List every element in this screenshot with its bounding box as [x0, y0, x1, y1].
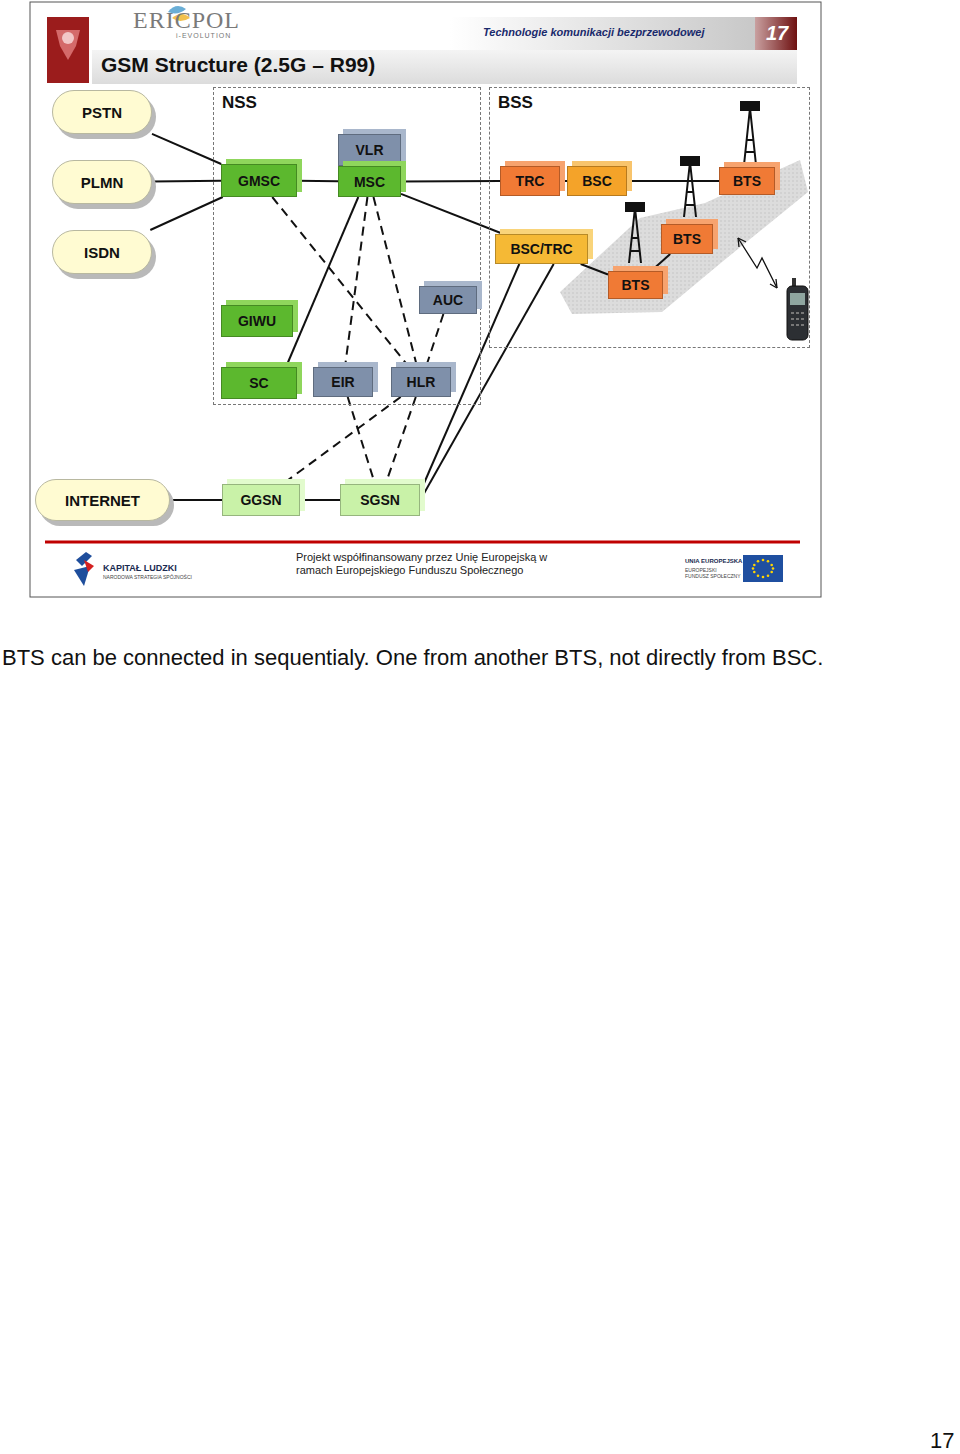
element-name: SGSN	[360, 492, 400, 508]
region-heading: BSS	[498, 93, 533, 113]
network-element-box: SC	[221, 367, 297, 399]
title-bar	[92, 50, 797, 84]
footer-rule	[45, 541, 800, 544]
slide-label: 17	[930, 1428, 954, 1454]
network-element-box: GGSN	[222, 484, 300, 516]
element-name: PLMN	[81, 174, 124, 191]
network-element-box: TRC	[500, 166, 560, 196]
element-name: BTS	[622, 277, 650, 293]
network-cloud: INTERNET	[35, 479, 170, 521]
network-element-box: GMSC	[221, 164, 297, 197]
element-name: HLR	[407, 374, 436, 390]
traffic-link	[297, 180, 338, 182]
element-name: VLR	[356, 142, 384, 158]
element-name: TRC	[516, 173, 545, 189]
network-element-box: BTS	[608, 271, 663, 299]
traffic-link	[170, 499, 222, 501]
element-name: BTS	[673, 231, 701, 247]
signalling-link	[283, 397, 401, 484]
slide-title: GSM Structure (2.5G – R99)	[101, 53, 375, 77]
slide-label: Projekt współfinansowany przez Unię Euro…	[296, 551, 558, 577]
traffic-link	[401, 194, 503, 234]
slide-label: EUROPEJSKI FUNDUSZ SPOŁECZNY	[685, 567, 741, 579]
network-element-box: MSC	[338, 166, 401, 197]
slide-label: Technologie komunikacji bezprzewodowej	[483, 26, 704, 39]
signalling-link	[386, 397, 416, 484]
signalling-link	[348, 397, 375, 484]
network-cloud: ISDN	[52, 230, 152, 274]
network-element-box: EIR	[313, 367, 373, 397]
element-name: BSC/TRC	[510, 241, 572, 257]
eu-flag	[743, 555, 783, 582]
network-element-box: BTS	[661, 224, 713, 254]
element-name: GMSC	[238, 173, 280, 189]
traffic-link	[401, 180, 500, 182]
coverage-area	[560, 160, 808, 314]
element-name: SC	[249, 375, 268, 391]
subsystem-region: BSS TRC BSC BTS BSC/TRC BTS BTS	[489, 87, 810, 348]
network-element-box: HLR	[391, 367, 451, 397]
signalling-link	[345, 197, 367, 367]
mobile-phone	[787, 278, 808, 340]
slide-label: 17	[766, 21, 788, 45]
university-logo	[47, 17, 89, 83]
header-bar	[450, 17, 755, 50]
region-heading: NSS	[222, 93, 257, 113]
traffic-link	[152, 134, 221, 164]
slide-label: UNIA EUROPEJSKA	[685, 558, 742, 565]
traffic-link	[581, 264, 608, 274]
network-cloud: PSTN	[52, 90, 152, 134]
network-element-box: SGSN	[340, 484, 420, 516]
signalling-link	[426, 314, 443, 367]
traffic-link	[560, 180, 567, 182]
element-name: PSTN	[82, 104, 122, 121]
slide-label: KAPITAŁ LUDZKI	[103, 563, 177, 574]
slide-label: i-EVOLUTION	[176, 32, 231, 40]
network-element-box: BSC	[567, 166, 627, 196]
network-element-box: BTS	[719, 167, 775, 195]
element-name: BTS	[733, 173, 761, 189]
traffic-link	[152, 180, 221, 183]
traffic-link	[627, 180, 719, 182]
network-element-box: BSC/TRC	[495, 234, 588, 264]
slide-label: ERICPOL	[133, 6, 240, 35]
signalling-link	[373, 197, 417, 367]
caption: BTS can be connected in sequentialy. One…	[2, 644, 942, 671]
traffic-link	[150, 197, 222, 230]
page-tab	[755, 17, 797, 50]
element-name: GIWU	[238, 313, 276, 329]
radio-link	[738, 238, 777, 288]
network-element-box: GIWU	[221, 305, 293, 337]
kapital-ludzki-logo	[74, 552, 94, 586]
traffic-link	[651, 254, 670, 271]
element-name: MSC	[354, 174, 385, 190]
element-name: GGSN	[240, 492, 281, 508]
element-name: BSC	[582, 173, 612, 189]
traffic-link	[300, 499, 340, 501]
network-element-box: AUC	[419, 286, 477, 314]
element-name: EIR	[331, 374, 354, 390]
network-cloud: PLMN	[52, 160, 152, 204]
slide-label: NARODOWA STRATEGIA SPÓJNOŚCI	[103, 574, 192, 580]
network-element-box: VLR	[338, 134, 401, 166]
element-name: ISDN	[84, 244, 120, 261]
subsystem-region: NSS GMSC VLR MSC AUC GIWU SC EIR HLR	[213, 87, 481, 405]
element-name: AUC	[433, 292, 463, 308]
signalling-link	[272, 197, 409, 367]
slide-frame	[30, 2, 821, 597]
element-name: INTERNET	[65, 492, 140, 509]
traffic-link	[286, 197, 358, 367]
